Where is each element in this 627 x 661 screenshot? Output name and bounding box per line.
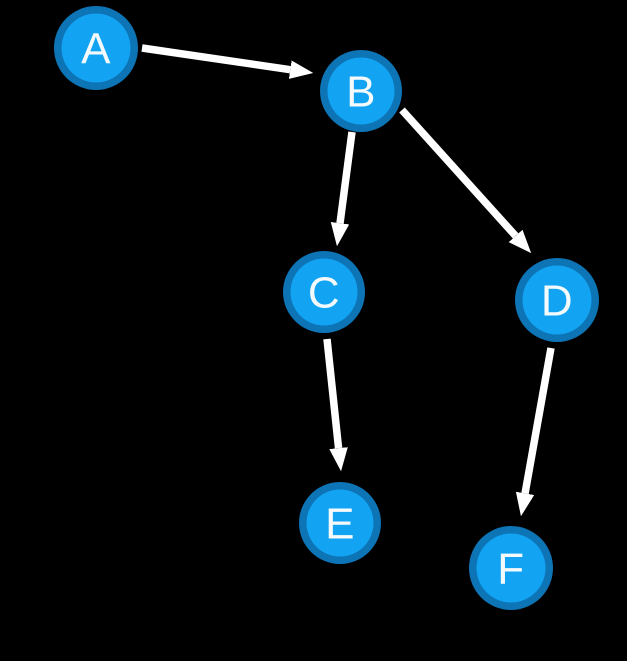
node-A[interactable]: A (54, 6, 138, 90)
edge-A-B (141, 44, 314, 79)
node-B-body (327, 57, 395, 125)
node-E[interactable]: E (299, 482, 381, 564)
node-D[interactable]: D (515, 258, 599, 342)
node-F[interactable]: F (469, 526, 553, 610)
edge-B-C (330, 131, 356, 247)
node-E-body (306, 489, 374, 557)
nodes-layer: A B C D E F (54, 6, 599, 610)
node-D-body (522, 265, 592, 335)
node-C-body (290, 258, 358, 326)
edges-layer (141, 44, 555, 517)
node-F-body (476, 533, 546, 603)
edge-D-F (515, 347, 555, 517)
node-A-body (61, 13, 131, 83)
node-B[interactable]: B (320, 50, 402, 132)
node-C[interactable]: C (283, 251, 365, 333)
edge-B-D (399, 107, 532, 254)
edge-C-E (323, 338, 348, 472)
